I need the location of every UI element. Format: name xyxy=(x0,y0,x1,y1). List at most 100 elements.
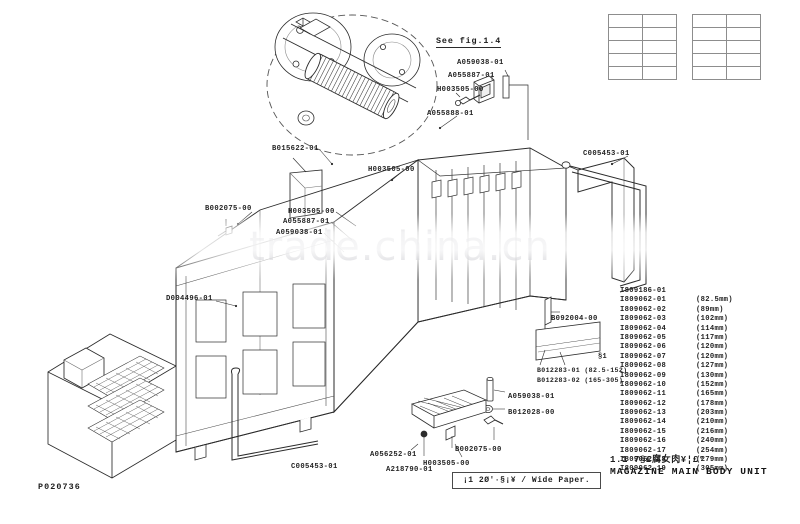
table-row xyxy=(608,53,677,67)
part-size: (178mm) xyxy=(696,399,729,408)
parts-list-marker: §1 xyxy=(598,352,608,361)
reel-assembly-group xyxy=(266,12,438,156)
callout-a059038-01-mid: A059038-01 xyxy=(508,393,555,401)
table-cell[interactable] xyxy=(642,66,677,80)
table-row xyxy=(692,14,761,28)
table-cell[interactable] xyxy=(726,40,761,54)
part-size: (216mm) xyxy=(696,427,729,436)
table-row xyxy=(692,66,761,80)
callout-a059038-01-top: A059038-01 xyxy=(457,59,504,67)
part-number: I809062-17 xyxy=(620,446,667,455)
callout-a218790-01: A218790-01 xyxy=(386,466,433,474)
part-number: I809062-05 xyxy=(620,333,667,342)
parts-list-row: I809062-08(127mm) xyxy=(620,362,790,371)
table-row xyxy=(692,40,761,54)
callout-d004496-01: D004496-01 xyxy=(166,295,213,303)
right-guide-rails xyxy=(561,157,635,283)
part-size: (120mm) xyxy=(696,343,729,352)
caption-japanese: 1.1 7§£腐女肉¥¦£° xyxy=(610,455,705,465)
table-cell[interactable] xyxy=(692,53,727,67)
screw-b002075-top xyxy=(217,219,233,237)
part-size: (254mm) xyxy=(696,446,729,455)
parts-list-row: I809062-12(178mm) xyxy=(620,400,790,409)
part-number: I809186-01 xyxy=(620,287,667,295)
wide-paper-note: ¡1 2Ø'·§¡¥ / Wide Paper. xyxy=(452,472,602,489)
table-cell[interactable] xyxy=(726,14,761,28)
part-number: I809062-08 xyxy=(620,362,667,371)
part-size: (165mm) xyxy=(696,390,729,399)
parts-list-row: I809062-14(210mm) xyxy=(620,418,790,427)
table-cell[interactable] xyxy=(642,40,677,54)
part-number: I809062-15 xyxy=(620,427,667,436)
parts-list-row: I809062-06 (120mm) xyxy=(620,343,790,352)
part-size: (279mm) xyxy=(696,456,729,465)
part-size: (89mm) xyxy=(696,305,724,314)
table-cell[interactable] xyxy=(608,14,643,28)
top-fastener-group xyxy=(454,69,529,140)
callout-b012028-00: B012028-00 xyxy=(508,409,555,417)
part-size: (210mm) xyxy=(696,418,729,427)
table-row xyxy=(608,14,677,28)
table-cell[interactable] xyxy=(692,40,727,54)
figure-caption-block: 1.1 7§£腐女肉¥¦£° MAGAZINE MAIN BODY UNIT xyxy=(610,454,800,478)
parts-list-row: I809186-01 xyxy=(620,287,790,296)
table-cell[interactable] xyxy=(608,66,643,80)
part-number: I809062-06 xyxy=(620,343,667,352)
part-size: (117mm) xyxy=(696,333,729,342)
pin-and-washer-group xyxy=(483,376,506,413)
flat-bar-parts xyxy=(535,321,601,366)
table-cell[interactable] xyxy=(692,27,727,41)
callout-b012283-01: B012283-01 (82.5-152) xyxy=(537,367,628,374)
table-cell[interactable] xyxy=(608,40,643,54)
part-number: I809062-11 xyxy=(620,390,667,399)
parts-list-row: I809062-19(305mm) xyxy=(620,465,790,474)
table-cell[interactable] xyxy=(642,27,677,41)
table-row xyxy=(608,66,677,80)
part-number: I809062-03 xyxy=(620,315,667,324)
callout-c005453-01-bottom: C005453-01 xyxy=(291,463,338,471)
callout-a056252-01: A056252-01 xyxy=(370,451,417,459)
callout-h003505-00-bottom: H003505-00 xyxy=(423,460,470,468)
caption-english: MAGAZINE MAIN BODY UNIT xyxy=(610,466,768,477)
table-cell[interactable] xyxy=(726,66,761,80)
parts-list-row: I809062-09 (130mm) xyxy=(620,372,790,381)
callout-a059038-01-left: A059038-01 xyxy=(276,229,323,237)
part-size: (114mm) xyxy=(696,324,729,333)
drawing-number: P020736 xyxy=(38,482,81,492)
table-cell[interactable] xyxy=(726,27,761,41)
table-cell[interactable] xyxy=(692,14,727,28)
parts-list-row: I809062-03(102mm) xyxy=(620,315,790,324)
parts-list-row: I809062-18(279mm) xyxy=(620,456,790,465)
parts-list-row: I809062-17 (254mm) xyxy=(620,447,790,456)
callout-h003505-00-left: H003505-00 xyxy=(288,208,335,216)
parts-list-row: I809062-11 (165mm) xyxy=(620,390,790,399)
callout-a055887-01-left: A055887-01 xyxy=(283,218,330,226)
parts-list-row: I809062-04(114mm) xyxy=(620,325,790,334)
parts-list-row: I809062-10(152mm) xyxy=(620,381,790,390)
part-size: (130mm) xyxy=(696,371,729,380)
see-figure-note: See fig.1.4 xyxy=(436,36,502,48)
table-cell[interactable] xyxy=(726,53,761,67)
parts-list-row: I809062-13 (203mm) xyxy=(620,409,790,418)
table-cell[interactable] xyxy=(642,14,677,28)
parts-list-row: I809062-15 (216mm) xyxy=(620,428,790,437)
part-number: I809062-13 xyxy=(620,409,667,418)
flat-plate-part xyxy=(289,157,323,219)
part-size: (82.5mm) xyxy=(696,296,733,305)
parts-list-row: I809062-05 (117mm) xyxy=(620,334,790,343)
part-size: (203mm) xyxy=(696,409,729,418)
callout-b002075-00-bottom: B002075-00 xyxy=(455,446,502,454)
table-cell[interactable] xyxy=(608,53,643,67)
part-number: I809062-10 xyxy=(620,380,667,389)
table-cell[interactable] xyxy=(642,53,677,67)
table-row xyxy=(608,27,677,41)
table-cell[interactable] xyxy=(692,66,727,80)
part-number: I809062-09 xyxy=(620,371,667,380)
spec-table-left xyxy=(608,14,677,80)
table-cell[interactable] xyxy=(608,27,643,41)
keypad-panel-assembly xyxy=(410,389,504,456)
table-row xyxy=(692,27,761,41)
